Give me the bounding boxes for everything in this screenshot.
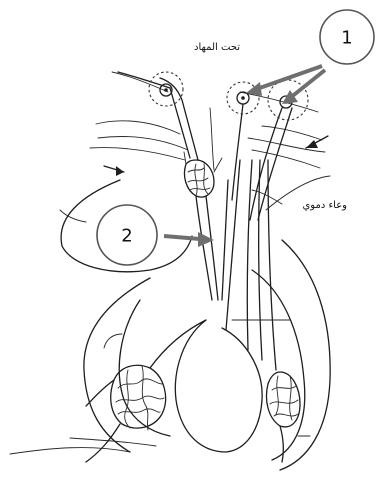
lower-right-capillary-plexus: [267, 372, 301, 462]
pituitary-stalk: [196, 160, 330, 370]
label-blood-vessel: وعاء دموي: [302, 200, 347, 211]
callout-2: 2: [97, 205, 157, 265]
label-hypothalamus: تحت المهاد: [194, 42, 240, 53]
callout-2-number: 2: [121, 226, 132, 247]
blood-flow-arrows: [104, 136, 328, 176]
neuron-middle: [227, 82, 259, 200]
upper-capillary-plexus: [184, 152, 222, 197]
neuron-left: [118, 72, 198, 160]
callout-1-number: 1: [341, 28, 352, 49]
callout-1: 1: [320, 10, 374, 64]
callout-1-arrows: [246, 66, 325, 104]
hypothalamus-contours: [90, 72, 325, 170]
